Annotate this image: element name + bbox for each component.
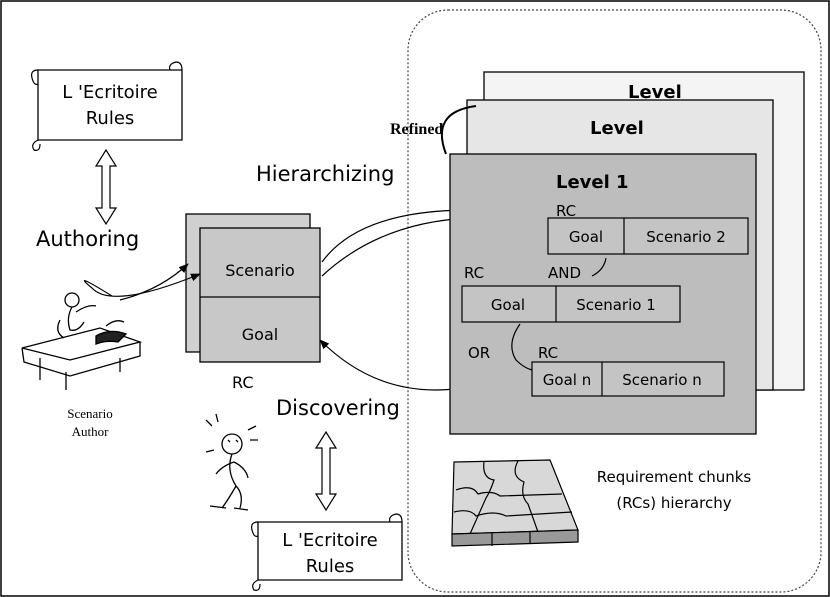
card-rc-label: RC	[232, 373, 254, 392]
card-goal-label: Goal	[242, 325, 278, 344]
rules-top-line2: Rules	[86, 108, 135, 129]
chunk-mid-rc: RC	[464, 264, 484, 282]
author-figure	[21, 292, 143, 390]
puzzle-icon	[451, 459, 579, 547]
chunk-top-goal: Goal	[569, 228, 603, 246]
chunk-top-rc: RC	[556, 202, 576, 220]
chunk-mid-goal: Goal	[491, 296, 525, 314]
level-front-label: Level 1	[556, 172, 629, 193]
rc-card-stack: Scenario Goal RC	[185, 213, 321, 392]
chunk-bottom-box	[531, 361, 725, 397]
card-scenario-label: Scenario	[225, 261, 295, 280]
and-label: AND	[548, 264, 581, 282]
authoring-label: Authoring	[36, 227, 139, 251]
chunk-bottom-rc: RC	[538, 344, 558, 362]
chunk-top-box	[547, 217, 749, 255]
rules-top-line1: L 'Ecritoire	[62, 82, 158, 103]
rules-scroll-bottom: L 'Ecritoire Rules	[251, 513, 403, 591]
and-connector	[591, 257, 607, 277]
level-back-label: Level	[628, 82, 682, 103]
refined-curve	[440, 105, 477, 155]
author-to-card-arrow-2	[119, 263, 189, 301]
or-label: OR	[468, 344, 490, 362]
confused-figure	[205, 413, 258, 511]
rules-scroll-top: L 'Ecritoire Rules	[31, 61, 183, 151]
hierarchizing-arrow-2	[321, 214, 471, 277]
chunk-mid-scenario: Scenario 1	[576, 296, 656, 314]
chunk-bottom-scenario: Scenario n	[622, 371, 701, 389]
refined-label: Refined	[390, 121, 443, 138]
discovering-label: Discovering	[276, 396, 400, 420]
chunk-bottom-goal: Goal n	[543, 371, 591, 389]
hierarchizing-label: Hierarchizing	[256, 162, 394, 186]
rules-bottom-line1: L 'Ecritoire	[282, 530, 378, 551]
hierarchy-caption-line2: (RCs) hierarchy	[616, 494, 731, 512]
author-caption-line2: Author	[72, 424, 110, 439]
hierarchy-caption-line1: Requirement chunks	[597, 468, 752, 486]
or-connector	[511, 323, 533, 371]
discovering-arrow	[319, 339, 463, 391]
hierarchizing-arrow-1	[321, 206, 471, 263]
double-arrow-top	[94, 148, 118, 226]
author-caption-line1: Scenario	[67, 406, 112, 421]
chunk-top-scenario: Scenario 2	[646, 228, 726, 246]
rules-bottom-line2: Rules	[306, 556, 355, 577]
double-arrow-bottom	[314, 430, 338, 512]
chunk-mid-box	[461, 285, 681, 323]
level-middle-label: Level	[590, 118, 644, 139]
author-to-card-arrow	[83, 273, 201, 297]
